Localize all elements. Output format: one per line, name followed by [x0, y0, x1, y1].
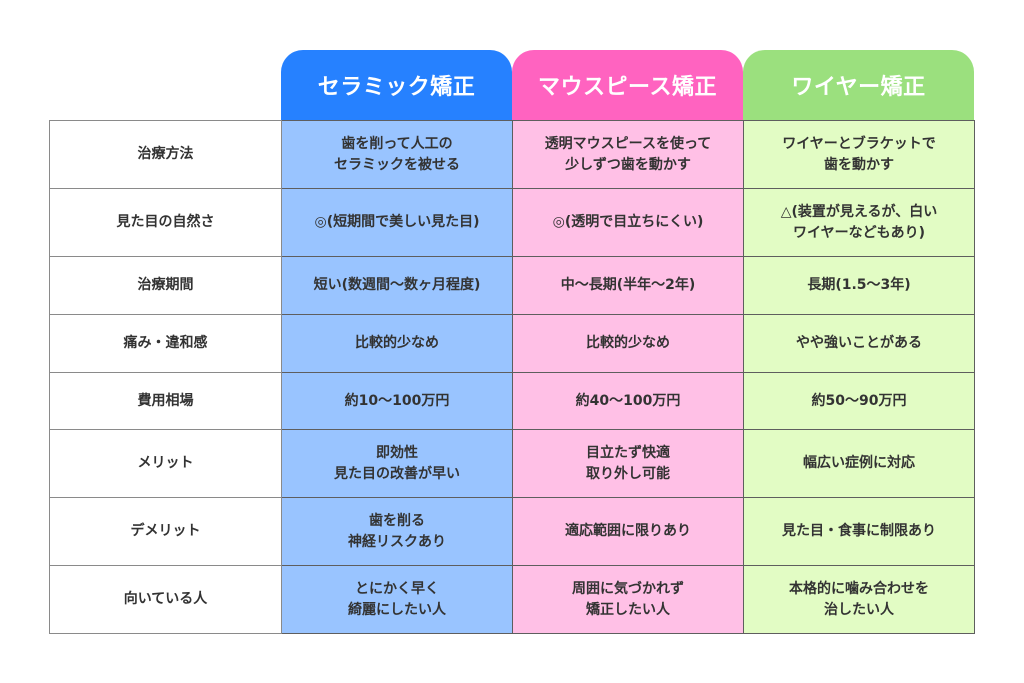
- cell-ceramic: 歯を削って人工の セラミックを被せる: [281, 120, 513, 189]
- row-label: 見た目の自然さ: [49, 188, 282, 257]
- table-row-pain: 痛み・違和感 比較的少なめ 比較的少なめ やや強いことがある: [49, 314, 975, 373]
- table-row-suitable-for: 向いている人 とにかく早く 綺麗にしたい人 周囲に気づかれず 矯正したい人 本格…: [49, 565, 975, 634]
- cell-ceramic: 比較的少なめ: [281, 314, 513, 373]
- table-row-method: 治療方法 歯を削って人工の セラミックを被せる 透明マウスピースを使って 少しず…: [49, 120, 975, 189]
- row-label: 治療期間: [49, 256, 282, 315]
- column-header-label: セラミック矯正: [317, 75, 476, 100]
- cell-mouthpiece: 目立たず快適 取り外し可能: [512, 429, 744, 498]
- table-row-demerits: デメリット 歯を削る 神経リスクあり 適応範囲に限りあり 見た目・食事に制限あり: [49, 497, 975, 566]
- cell-wire: 本格的に噛み合わせを 治したい人: [743, 565, 975, 634]
- row-label: 治療方法: [49, 120, 282, 189]
- cell-wire: ワイヤーとブラケットで 歯を動かす: [743, 120, 975, 189]
- row-label: 費用相場: [49, 372, 282, 430]
- cell-wire: 長期(1.5〜3年): [743, 256, 975, 315]
- comparison-table: 治療方法 歯を削って人工の セラミックを被せる 透明マウスピースを使って 少しず…: [49, 120, 975, 634]
- table-row-appearance: 見た目の自然さ ◎(短期間で美しい見た目) ◎(透明で目立ちにくい) △(装置が…: [49, 188, 975, 257]
- column-header-label: ワイヤー矯正: [791, 75, 926, 100]
- cell-ceramic: 即効性 見た目の改善が早い: [281, 429, 513, 498]
- cell-wire: 見た目・食事に制限あり: [743, 497, 975, 566]
- row-label: 向いている人: [49, 565, 282, 634]
- row-label: 痛み・違和感: [49, 314, 282, 373]
- cell-ceramic: 約10〜100万円: [281, 372, 513, 430]
- table-row-duration: 治療期間 短い(数週間〜数ヶ月程度) 中〜長期(半年〜2年) 長期(1.5〜3年…: [49, 256, 975, 315]
- cell-wire: 約50〜90万円: [743, 372, 975, 430]
- row-label: メリット: [49, 429, 282, 498]
- cell-mouthpiece: ◎(透明で目立ちにくい): [512, 188, 744, 257]
- cell-mouthpiece: 透明マウスピースを使って 少しずつ歯を動かす: [512, 120, 744, 189]
- cell-mouthpiece: 周囲に気づかれず 矯正したい人: [512, 565, 744, 634]
- column-header-ceramic: セラミック矯正: [281, 50, 512, 120]
- column-header-wire: ワイヤー矯正: [743, 50, 974, 120]
- cell-wire: やや強いことがある: [743, 314, 975, 373]
- cell-mouthpiece: 比較的少なめ: [512, 314, 744, 373]
- cell-mouthpiece: 適応範囲に限りあり: [512, 497, 744, 566]
- cell-mouthpiece: 中〜長期(半年〜2年): [512, 256, 744, 315]
- cell-ceramic: 歯を削る 神経リスクあり: [281, 497, 513, 566]
- cell-ceramic: ◎(短期間で美しい見た目): [281, 188, 513, 257]
- column-header-mouthpiece: マウスピース矯正: [512, 50, 743, 120]
- cell-wire: 幅広い症例に対応: [743, 429, 975, 498]
- column-header-label: マウスピース矯正: [538, 75, 717, 100]
- row-label: デメリット: [49, 497, 282, 566]
- cell-wire: △(装置が見えるが、白い ワイヤーなどもあり): [743, 188, 975, 257]
- table-row-cost: 費用相場 約10〜100万円 約40〜100万円 約50〜90万円: [49, 372, 975, 430]
- cell-ceramic: 短い(数週間〜数ヶ月程度): [281, 256, 513, 315]
- cell-ceramic: とにかく早く 綺麗にしたい人: [281, 565, 513, 634]
- cell-mouthpiece: 約40〜100万円: [512, 372, 744, 430]
- table-row-merits: メリット 即効性 見た目の改善が早い 目立たず快適 取り外し可能 幅広い症例に対…: [49, 429, 975, 498]
